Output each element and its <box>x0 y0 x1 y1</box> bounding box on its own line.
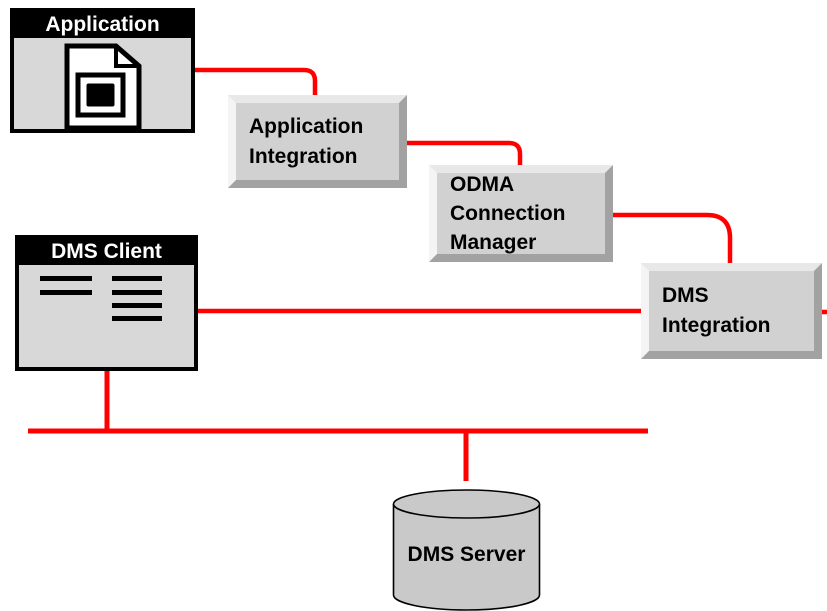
dms-integration-node: DMS Integration <box>641 263 822 359</box>
odma-label-line3: Manager <box>450 231 537 254</box>
dms-integration-label-line2: Integration <box>662 314 771 337</box>
list-lines-icon <box>40 290 92 295</box>
odma-connection-manager-node: ODMA Connection Manager <box>429 165 613 262</box>
database-cylinder-icon <box>392 489 541 611</box>
application-integration-label-line2: Integration <box>249 144 358 168</box>
dms-client-node: DMS Client <box>15 235 198 371</box>
list-lines-icon <box>112 303 162 308</box>
connector-application-integration-to-odma <box>407 140 523 165</box>
application-title: Application <box>14 12 191 38</box>
dms-client-title: DMS Client <box>19 239 194 265</box>
application-body <box>14 43 191 134</box>
document-icon <box>64 43 141 131</box>
list-lines-icon <box>112 276 162 281</box>
list-lines-icon <box>112 290 162 295</box>
odma-label-line2: Connection <box>450 202 566 225</box>
dms-integration-label-line1: DMS <box>662 284 709 307</box>
application-integration-label-line1: Application <box>249 114 364 138</box>
connector-application-to-application-integration <box>193 67 318 95</box>
application-integration-node: Application Integration <box>228 95 407 188</box>
odma-label-line1: ODMA <box>450 173 515 196</box>
dms-server-label: DMS Server <box>407 543 526 566</box>
dms-client-body <box>19 265 194 367</box>
list-lines-icon <box>40 276 92 281</box>
application-node: Application <box>10 8 195 133</box>
connector-odma-to-dms-integration <box>613 212 733 263</box>
list-lines-icon <box>112 316 162 321</box>
